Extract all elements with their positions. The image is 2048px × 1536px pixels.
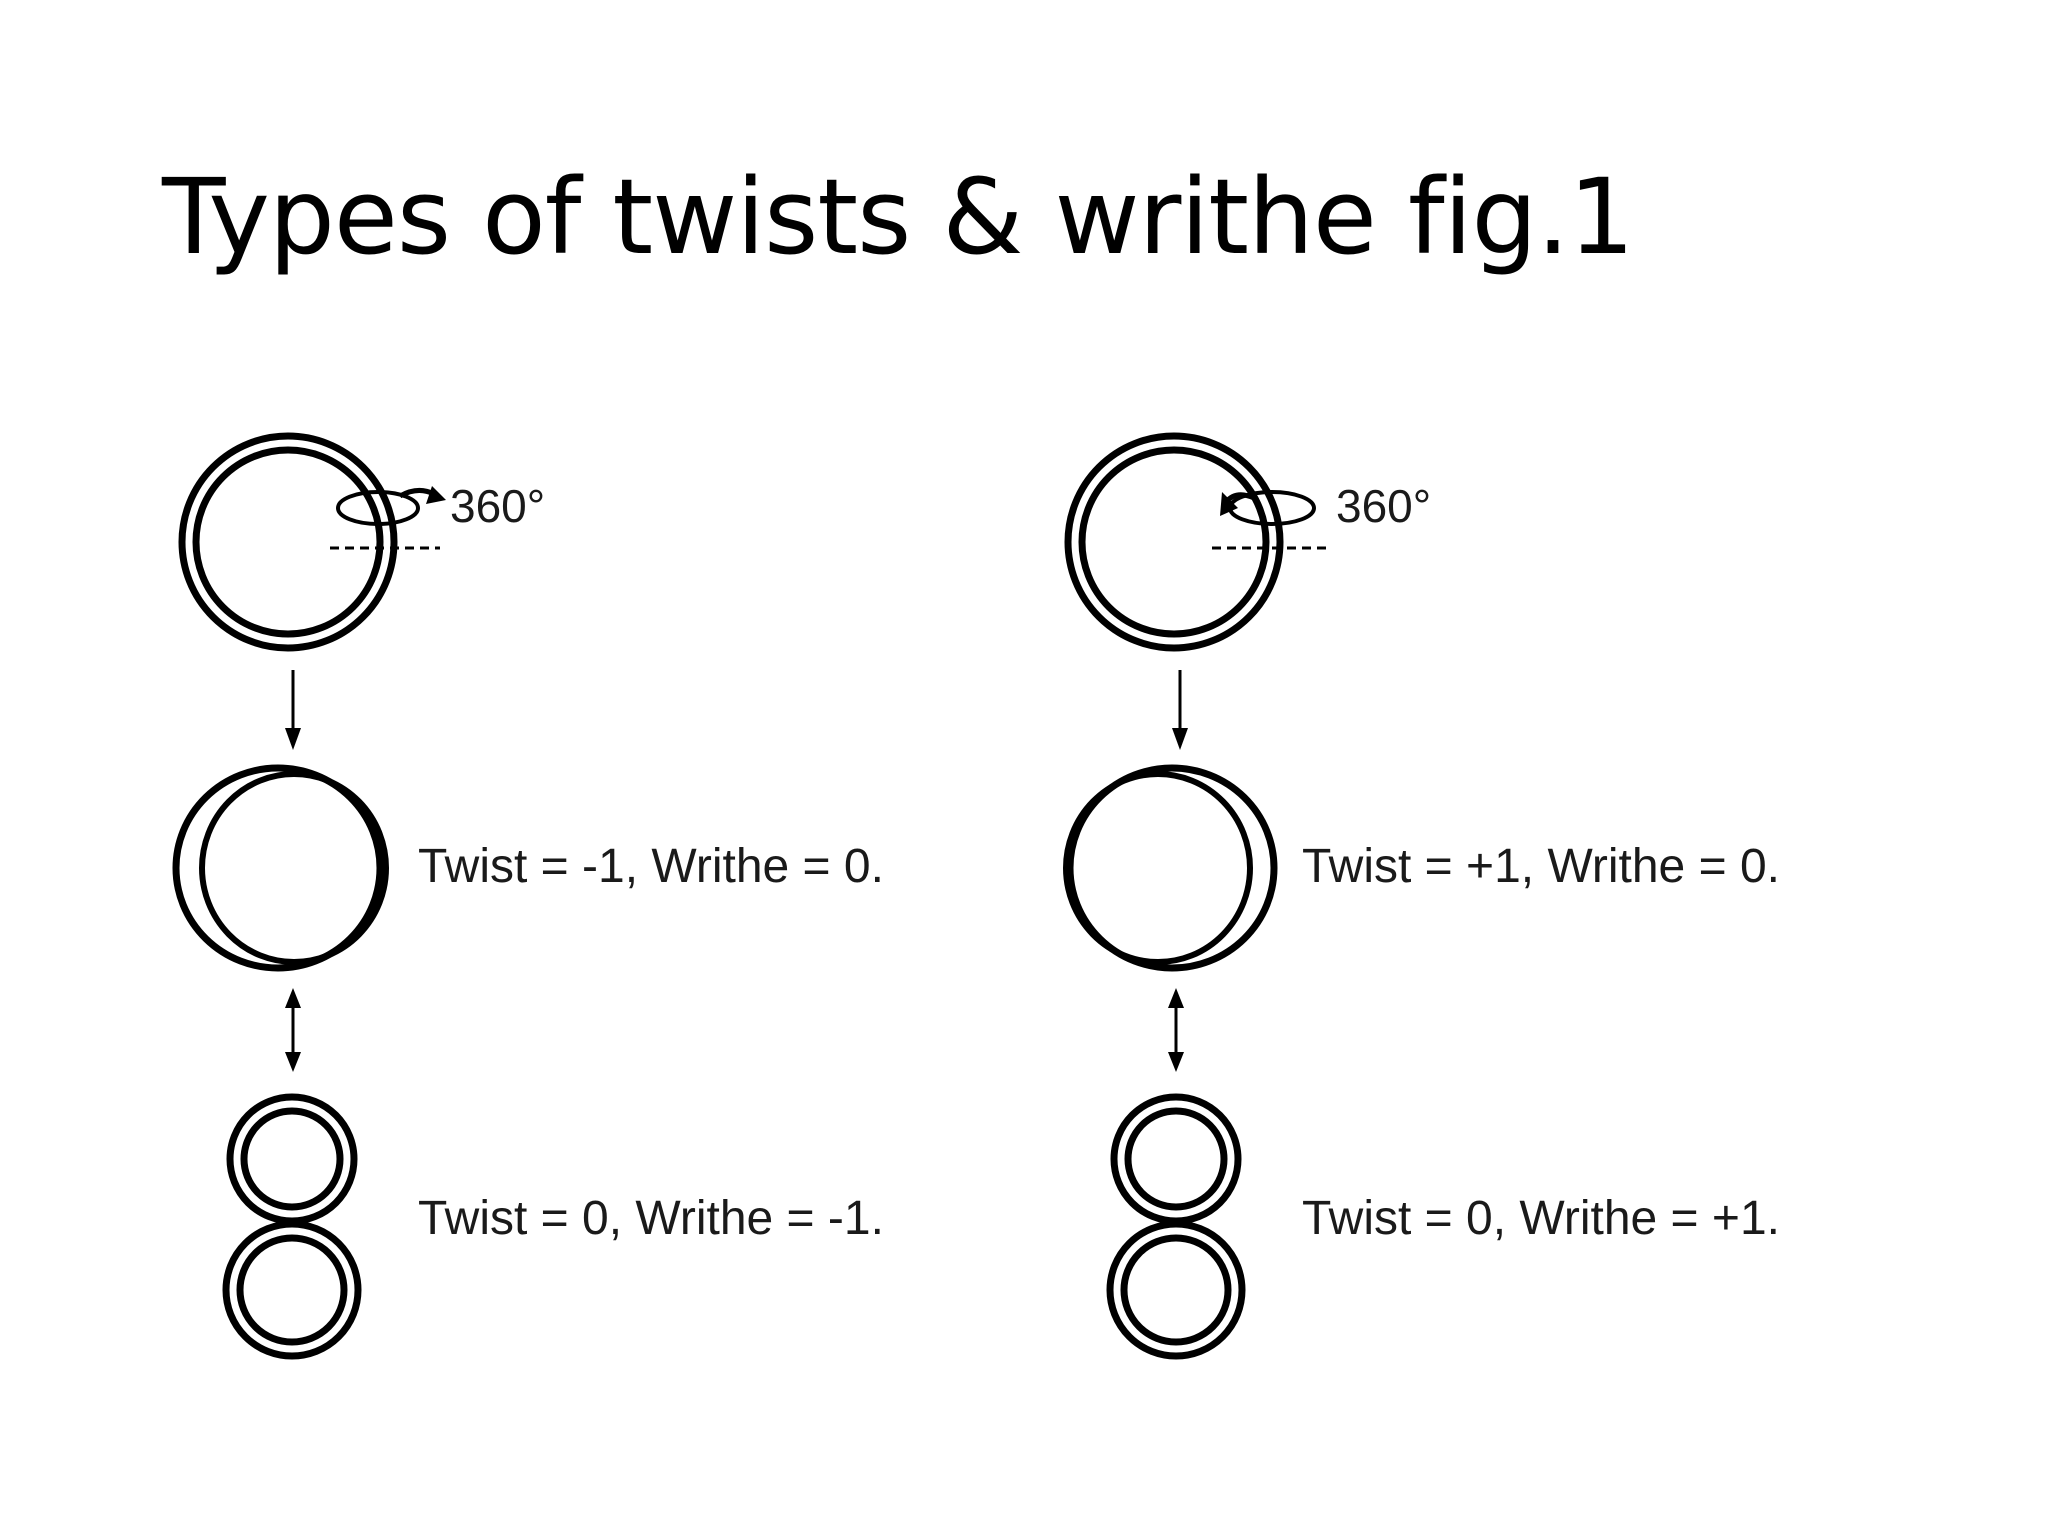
right-rotation-arrow-icon (1220, 492, 1238, 516)
left-figure-eight-label: Twist = 0, Writhe = -1. (418, 1192, 884, 1245)
left-twisted-circle (172, 764, 389, 972)
left-rotation-arrow-icon (426, 486, 446, 504)
left-double-arrow-icon (285, 988, 301, 1072)
right-ribbon-ring (1064, 432, 1284, 652)
left-down-arrow-icon (285, 670, 301, 750)
left-panel: 360° Twist = -1, Writhe = 0. Twist = 0, … (172, 432, 884, 1360)
left-rotation-label: 360° (450, 480, 545, 532)
slide-title: Types of twists & writhe fig.1 (162, 156, 1635, 278)
right-double-arrow-icon (1168, 988, 1184, 1072)
right-panel: 360° Twist = +1, Writhe = 0. Twist = 0, … (1063, 432, 1780, 1360)
right-twisted-circle (1063, 764, 1278, 972)
right-circle-label: Twist = +1, Writhe = 0. (1302, 840, 1780, 893)
right-down-arrow-icon (1172, 670, 1188, 750)
left-ribbon-ring (178, 432, 398, 652)
right-figure-eight (1106, 1093, 1246, 1360)
left-circle-label: Twist = -1, Writhe = 0. (418, 840, 884, 893)
right-figure-eight-label: Twist = 0, Writhe = +1. (1302, 1192, 1780, 1245)
right-rotation-label: 360° (1336, 480, 1431, 532)
left-figure-eight (222, 1093, 362, 1360)
